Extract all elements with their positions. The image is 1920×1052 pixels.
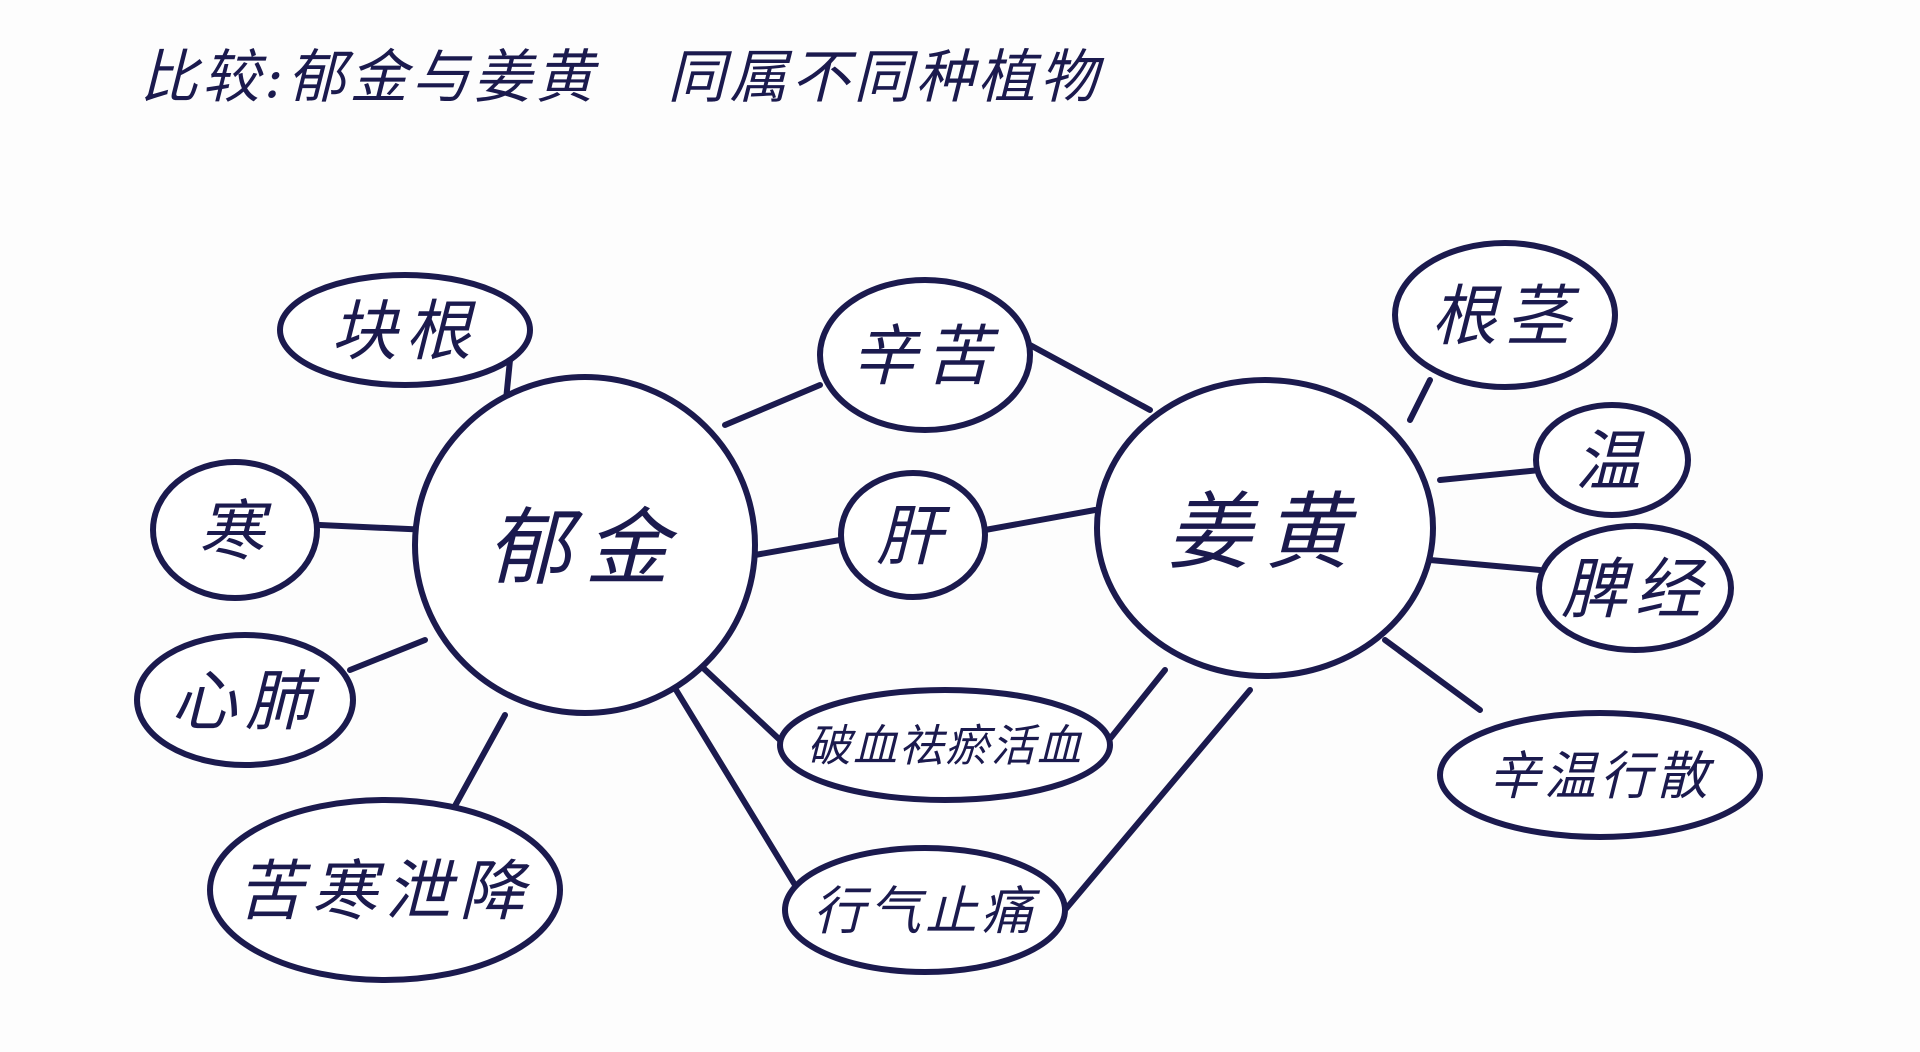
node-bitter-cold-label: 苦寒泄降 <box>237 853 533 930</box>
title-note: 同属不同种植物 <box>667 43 1102 111</box>
link-yujin-blood <box>697 662 783 743</box>
link-yujin-bitter-cold <box>447 712 508 818</box>
node-cold-label: 寒 <box>198 493 272 570</box>
node-rhizome-label: 根茎 <box>1431 278 1579 355</box>
link-qi-pain-jianghuang <box>1062 687 1253 913</box>
link-jianghuang-rhizome <box>1407 377 1433 423</box>
node-acrid-warm-label: 辛温行散 <box>1487 747 1713 807</box>
node-warm-ellipse <box>1533 402 1691 518</box>
link-acrid-bitter-jianghuang <box>1027 342 1153 413</box>
link-yujin-cold <box>317 522 433 533</box>
node-heart-lung-label: 心肺 <box>171 663 319 740</box>
link-yujin-liver <box>752 537 843 558</box>
yujin-hub-label: 郁金 <box>486 499 684 597</box>
yujin-hub-circle <box>412 374 758 716</box>
node-warm-label: 温 <box>1575 423 1649 500</box>
node-liver-ellipse <box>838 470 988 600</box>
node-acrid-bitter-ellipse <box>817 277 1033 433</box>
node-heart-lung-ellipse <box>134 632 356 768</box>
link-jianghuang-warm <box>1437 467 1543 483</box>
link-yujin-acrid-bitter <box>722 382 823 428</box>
node-qi-pain-ellipse <box>782 845 1068 975</box>
link-blood-jianghuang <box>1102 667 1168 748</box>
node-blood-ellipse <box>777 687 1113 803</box>
node-root-label: 块根 <box>331 293 479 370</box>
node-acrid-bitter-label: 辛苦 <box>851 318 999 395</box>
node-qi-pain-label: 行气止痛 <box>812 882 1038 942</box>
diagram-title: 比较:郁金与姜黄 同属不同种植物 <box>140 30 1102 114</box>
link-yujin-heart-lung <box>347 637 428 673</box>
jianghuang-hub-label: 姜黄 <box>1166 483 1364 581</box>
node-spleen-label: 脾经 <box>1561 551 1709 628</box>
node-liver-label: 肝 <box>876 498 950 575</box>
link-liver-jianghuang <box>982 507 1098 533</box>
node-acrid-warm-ellipse <box>1437 710 1763 840</box>
link-jianghuang-acrid-warm <box>1382 637 1483 713</box>
node-root-ellipse <box>277 272 533 388</box>
title-comparison: 比较:郁金与姜黄 <box>140 43 598 111</box>
jianghuang-hub-circle <box>1094 377 1436 679</box>
node-spleen-ellipse <box>1536 523 1734 653</box>
link-jianghuang-spleen <box>1427 557 1543 573</box>
node-blood-label: 破血祛瘀活血 <box>807 721 1083 772</box>
node-cold-ellipse <box>150 459 320 601</box>
link-yujin-qi-pain <box>667 677 798 888</box>
node-bitter-cold-ellipse <box>207 797 563 983</box>
node-rhizome-ellipse <box>1392 240 1618 390</box>
